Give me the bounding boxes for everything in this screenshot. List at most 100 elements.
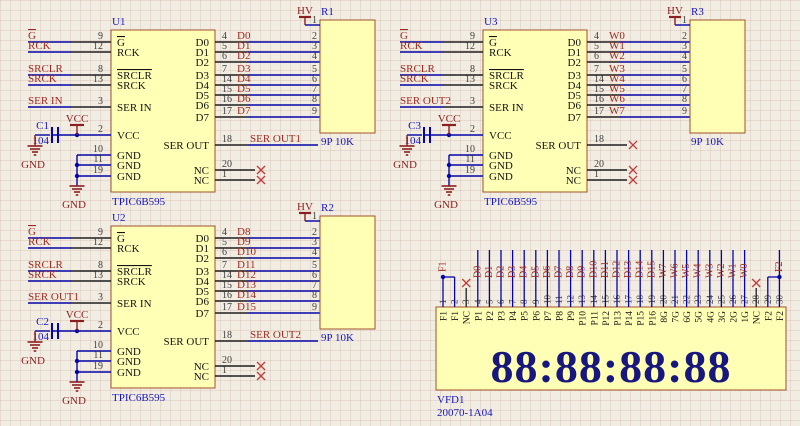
pin-number[interactable]: 6: [312, 74, 317, 85]
pin-name[interactable]: SRCLR: [489, 70, 525, 82]
pin-name[interactable]: VCC: [489, 130, 512, 142]
net-label[interactable]: W5: [681, 264, 692, 278]
net-label[interactable]: D14: [237, 289, 256, 301]
net-label[interactable]: D7: [237, 105, 251, 117]
designator[interactable]: U1: [112, 16, 125, 28]
pin-number[interactable]: 16: [594, 94, 604, 105]
pin-name[interactable]: D5: [568, 90, 582, 102]
pin-number[interactable]: 9: [312, 106, 317, 117]
net-label[interactable]: D8: [565, 266, 576, 278]
pin-name[interactable]: 7G: [672, 311, 682, 323]
pin-number[interactable]: 9: [98, 31, 103, 42]
pin-name[interactable]: D5: [196, 286, 210, 298]
pin-number[interactable]: 1: [222, 169, 227, 180]
pin-name[interactable]: VCC: [117, 326, 140, 338]
pin-number[interactable]: 13: [465, 74, 475, 85]
net-label[interactable]: G: [28, 30, 36, 42]
pin-name[interactable]: D1: [568, 47, 581, 59]
no-connect-marker[interactable]: [256, 175, 266, 185]
pin-name[interactable]: NC: [566, 175, 581, 187]
power-port-gnd[interactable]: GND: [21, 355, 45, 367]
pin-name[interactable]: D4: [568, 80, 582, 92]
pin-number[interactable]: 4: [682, 51, 687, 62]
pin-number[interactable]: 10: [93, 144, 103, 155]
designator[interactable]: R3: [691, 6, 704, 18]
pin-number[interactable]: 13: [93, 74, 103, 85]
pin-name[interactable]: SER OUT: [535, 140, 581, 152]
pin-number[interactable]: 4: [312, 247, 317, 258]
no-connect-marker[interactable]: [628, 175, 638, 185]
pin-name[interactable]: P9: [567, 311, 577, 321]
pin-name[interactable]: GND: [117, 150, 141, 162]
pin-name[interactable]: F1: [451, 311, 461, 321]
part-value[interactable]: 9P 10K: [321, 332, 354, 344]
pin-name[interactable]: 8G: [660, 311, 670, 323]
pin-number[interactable]: 9: [98, 227, 103, 238]
pin-number[interactable]: 3: [470, 96, 475, 107]
net-label[interactable]: D3: [237, 63, 251, 75]
designator[interactable]: U2: [112, 212, 125, 224]
net-label[interactable]: D4: [519, 266, 530, 278]
power-port-vcc[interactable]: VCC: [66, 113, 89, 125]
net-label[interactable]: D2: [237, 50, 250, 62]
net-label[interactable]: W0: [609, 30, 625, 42]
net-label[interactable]: D15: [646, 261, 657, 278]
pin-number[interactable]: 8: [470, 64, 475, 75]
pin-name[interactable]: GND: [489, 171, 513, 183]
pin-name[interactable]: SRCLR: [117, 70, 153, 82]
pin-number[interactable]: 1: [222, 365, 227, 376]
pin-number[interactable]: 2: [98, 320, 103, 331]
net-label[interactable]: D13: [623, 261, 634, 278]
net-label[interactable]: D11: [600, 261, 611, 278]
net-label[interactable]: D6: [542, 266, 553, 278]
pin-number[interactable]: 20: [222, 159, 232, 170]
net-label[interactable]: SER OUT1: [28, 291, 79, 303]
net-label[interactable]: G: [28, 226, 36, 238]
pin-name[interactable]: D6: [196, 100, 210, 112]
pin-number[interactable]: 20: [222, 355, 232, 366]
net-label[interactable]: D0: [237, 30, 251, 42]
pin-name[interactable]: D1: [196, 47, 209, 59]
net-label[interactable]: W7: [609, 105, 625, 117]
capacitor-designator[interactable]: C3: [408, 120, 421, 132]
pin-name[interactable]: SER OUT: [163, 336, 209, 348]
net-label[interactable]: RCK: [28, 40, 51, 52]
no-connect-marker[interactable]: [256, 361, 266, 371]
pin-number[interactable]: 5: [222, 41, 227, 52]
pin-number[interactable]: 3: [682, 41, 687, 52]
pin-number[interactable]: 8: [98, 64, 103, 75]
power-port-gnd[interactable]: GND: [62, 199, 86, 211]
power-port-vcc[interactable]: VCC: [438, 113, 461, 125]
pin-number[interactable]: 8: [682, 94, 687, 105]
pin-number[interactable]: 8: [312, 290, 317, 301]
pin-name[interactable]: SRCLR: [117, 266, 153, 278]
net-label[interactable]: SER OUT1: [250, 133, 301, 145]
pin-name[interactable]: D0: [568, 37, 582, 49]
pin-number[interactable]: 1: [312, 211, 317, 222]
pin-name[interactable]: P4: [509, 311, 519, 321]
pin-name[interactable]: RCK: [117, 243, 140, 255]
net-label[interactable]: W3: [609, 63, 625, 75]
pin-name[interactable]: NC: [194, 165, 209, 177]
net-label[interactable]: SRCLR: [400, 63, 436, 75]
pin-name[interactable]: 6G: [683, 311, 693, 323]
net-label[interactable]: SRCLR: [28, 63, 64, 75]
power-port-gnd[interactable]: GND: [21, 159, 45, 171]
pin-number[interactable]: 6: [594, 51, 599, 62]
pin-name[interactable]: D2: [196, 57, 209, 69]
pin-number[interactable]: 11: [93, 154, 103, 165]
pin-number[interactable]: 3: [312, 237, 317, 248]
designator[interactable]: U3: [484, 16, 498, 28]
pin-name[interactable]: RCK: [117, 47, 140, 59]
net-label[interactable]: D3: [507, 266, 518, 278]
pin-name[interactable]: P6: [532, 311, 542, 321]
net-label[interactable]: D13: [237, 279, 256, 291]
designator[interactable]: R1: [321, 6, 334, 18]
net-label[interactable]: SRCK: [28, 73, 57, 85]
component-body[interactable]: [110, 29, 216, 193]
pin-number[interactable]: 18: [222, 134, 232, 145]
net-label[interactable]: W2: [716, 264, 727, 278]
pin-name[interactable]: P11: [590, 311, 600, 326]
pin-name[interactable]: D5: [196, 90, 210, 102]
pin-name[interactable]: NC: [753, 311, 763, 324]
